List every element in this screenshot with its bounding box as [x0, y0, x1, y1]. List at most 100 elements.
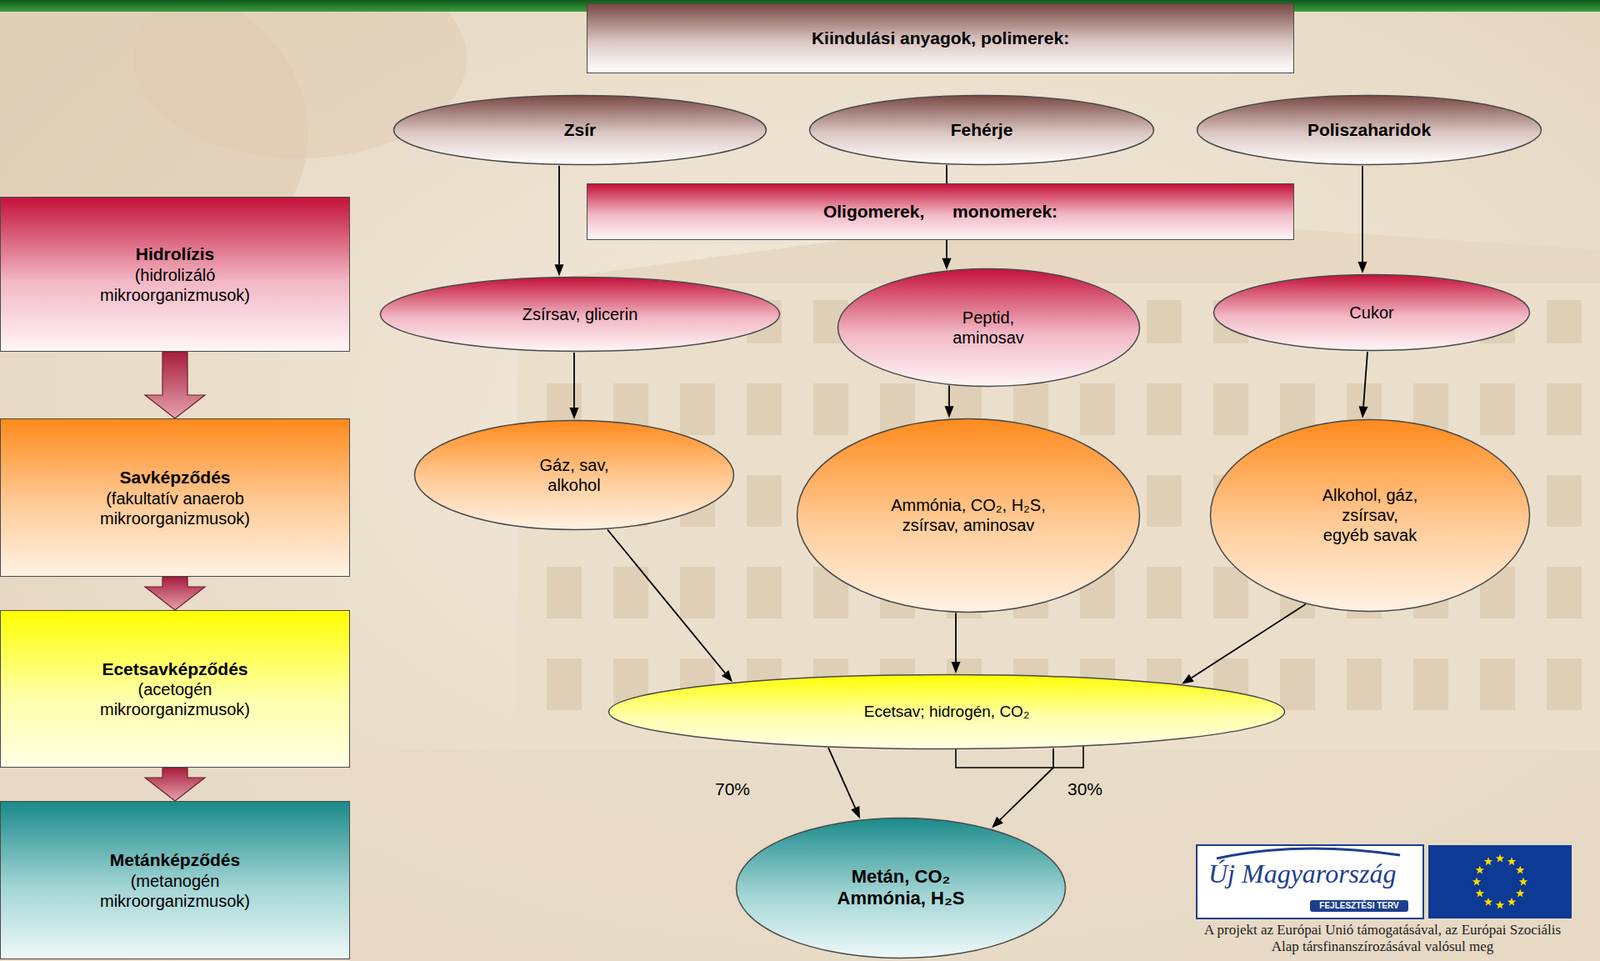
stage-header-box: Kiindulási anyagok, polimerek: [586, 3, 1295, 74]
node-sublabel: (acetogén mikroorganizmusok) [62, 679, 288, 720]
connector-line [1000, 748, 1054, 820]
connector-line [828, 747, 855, 808]
product-ellipse: Peptid, aminosav [836, 267, 1141, 388]
node-label: Ecetsav; hidrogén, CO₂ [864, 702, 1030, 722]
eu-star [1507, 856, 1516, 865]
connector-line [1361, 165, 1364, 262]
ellipse-outline [1197, 95, 1542, 165]
node-label: Cukor [1349, 302, 1394, 323]
phase-box: Ecetsavképződés(acetogén mikroorganizmus… [0, 610, 350, 768]
connector [145, 576, 205, 610]
node-label: Alkohol, gáz, zsírsav, egyéb savak [1321, 485, 1419, 545]
block-arrow [145, 351, 205, 419]
ellipse-outline [415, 420, 735, 530]
connector [945, 385, 955, 419]
substrate-ellipse: Fehérje [808, 94, 1155, 166]
eu-star [1495, 900, 1505, 910]
ellipse-outline [1210, 419, 1530, 611]
connector [555, 165, 565, 277]
node-label: Hidrolízis [135, 243, 215, 265]
edge-label: 30% [1067, 778, 1103, 800]
funding-note: A projekt az Európai Unió támogatásával,… [1195, 921, 1570, 955]
arrow-head [942, 258, 952, 270]
substrate-ellipse: Poliszaharidok [1195, 94, 1543, 166]
final-product-ellipse: Metán, CO₂ Ammónia, H₂S [735, 816, 1067, 960]
block-arrow [145, 767, 205, 801]
connector-line [573, 352, 575, 408]
eu-star [1475, 889, 1485, 898]
phase-box: Savképződés(fakultatív anaerob mikroorga… [0, 418, 350, 577]
node-sublabel: (hidrolizáló mikroorganizmusok) [62, 265, 288, 305]
eu-flag [1428, 845, 1572, 919]
eu-star [1484, 897, 1493, 906]
connector [145, 767, 205, 801]
node-label: Zsír [564, 119, 597, 140]
arrow-head [570, 407, 580, 420]
logo-text: Új Magyarország [1208, 858, 1396, 890]
logo-swoosh [1216, 848, 1400, 859]
connector [1359, 351, 1369, 419]
arrow-head [850, 805, 860, 819]
node-label: Ammónia, CO₂, H₂S, zsírsav, aminosav [872, 495, 1065, 535]
ellipse-outline [797, 418, 1140, 612]
connector-line [558, 165, 560, 265]
node-label: Savképződés [119, 466, 230, 488]
arrow-head [555, 264, 565, 276]
arrow-head [945, 405, 955, 418]
product-ellipse: Alkohol, gáz, zsírsav, egyéb savak [1209, 418, 1531, 613]
arrow-head [991, 816, 1004, 829]
node-label: Zsírsav, glicerin [522, 304, 639, 325]
connector [570, 352, 580, 420]
product-ellipse: Ecetsav; hidrogén, CO₂ [607, 673, 1286, 750]
arrow-head [951, 661, 961, 674]
node-label: Fehérje [950, 119, 1014, 140]
connector [1358, 165, 1368, 274]
substrate-ellipse: Zsír [392, 94, 768, 166]
ellipse-outline [736, 817, 1066, 958]
eu-stars [1472, 854, 1528, 910]
arrow-head [721, 670, 733, 682]
logo-subtext: FEJLESZTÉSI TERV [1310, 900, 1409, 911]
eu-star [1472, 877, 1481, 886]
block-arrow [145, 576, 205, 610]
node-sublabel: (fakultatív anaerob mikroorganizmusok) [62, 488, 288, 529]
product-ellipse: Ammónia, CO₂, H₂S, zsírsav, aminosav [795, 417, 1141, 614]
connector [607, 530, 733, 683]
stage-header-band: Oligomerek, monomerek: [586, 183, 1295, 240]
phase-box: Hidrolízis(hidrolizáló mikroorganizmusok… [0, 196, 350, 352]
eu-star [1515, 889, 1525, 898]
arrow-head [1359, 405, 1369, 418]
ellipse-outline [810, 95, 1155, 165]
ellipse-outline [1214, 275, 1530, 351]
node-label: Ecetsavképződés [101, 658, 248, 680]
ellipse-outline [609, 675, 1285, 750]
connector-line [1191, 604, 1306, 678]
connector-line [607, 530, 725, 674]
eu-star [1507, 897, 1516, 906]
arrow-head [1358, 261, 1368, 274]
eu-star [1495, 854, 1505, 863]
logo-bar [1310, 900, 1409, 912]
node-label: Peptid, aminosav [942, 307, 1035, 348]
connector [991, 748, 1054, 829]
eu-star [1484, 856, 1493, 865]
connector [951, 612, 961, 674]
node-label: Gáz, sav, alkohol [522, 455, 627, 495]
product-ellipse: Zsírsav, glicerin [379, 275, 781, 353]
ellipse-outline [380, 277, 780, 352]
connector-line [1363, 351, 1368, 407]
phase-box: Metánképződés(metanogén mikroorganizmuso… [0, 800, 350, 960]
ellipse-outline [837, 269, 1140, 387]
node-sublabel: (metanogén mikroorganizmusok) [62, 870, 288, 911]
node-label: Metán, CO₂ Ammónia, H₂S [828, 865, 975, 910]
ellipse-outline [394, 95, 767, 165]
node-label: Poliszaharidok [1307, 119, 1431, 140]
arrow-head [1181, 674, 1195, 685]
ellipse-shape [836, 267, 1141, 388]
ellipse-shape [795, 417, 1141, 614]
node-label: Metánképződés [110, 849, 240, 870]
product-ellipse: Gáz, sav, alkohol [413, 419, 735, 531]
connector [145, 351, 205, 419]
connector-line [955, 612, 957, 662]
logo-box [1196, 845, 1424, 919]
